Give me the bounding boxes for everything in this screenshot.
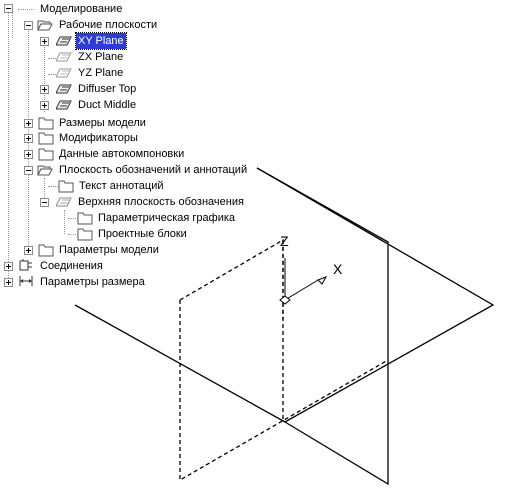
tree-item-label: Параметрическая графика xyxy=(98,212,236,224)
collapse-toggle[interactable] xyxy=(40,198,49,207)
tree-line xyxy=(64,210,65,234)
tree-item-label: Модификаторы xyxy=(59,132,138,144)
tree-line xyxy=(68,234,78,235)
tree-item-label: Diffuser Top xyxy=(78,83,137,95)
ucs-x-label: X xyxy=(333,261,343,277)
tree-line xyxy=(8,10,9,280)
tree-line xyxy=(12,10,13,38)
work-plane-icon xyxy=(56,197,72,207)
tree-item-label: XY Plane xyxy=(75,32,127,50)
connector-icon xyxy=(19,259,32,271)
tree-item-label: Проектные блоки xyxy=(98,228,187,240)
collapse-toggle[interactable] xyxy=(24,21,33,30)
folder-icon xyxy=(38,132,54,145)
tree-line xyxy=(48,186,58,187)
folder-open-icon xyxy=(37,20,53,31)
work-plane-icon xyxy=(56,36,72,46)
expand-toggle[interactable] xyxy=(24,119,33,128)
expand-toggle[interactable] xyxy=(4,262,13,271)
tree-item-label: Плоскость обозначений и аннотаций xyxy=(59,164,248,176)
ucs-icon: Z X xyxy=(279,233,343,305)
collapse-toggle[interactable] xyxy=(4,4,13,13)
expand-toggle[interactable] xyxy=(4,278,13,287)
work-plane-icon xyxy=(56,52,72,62)
tree-item-label: Моделирование xyxy=(40,3,123,15)
ucs-z-label: Z xyxy=(280,233,289,249)
tree-item-label: Текст аннотаций xyxy=(79,180,164,192)
ucs-origin-marker xyxy=(279,295,291,305)
dimension-icon xyxy=(19,276,33,286)
collapse-toggle[interactable] xyxy=(24,166,33,175)
tree-item-label: Duct Middle xyxy=(78,99,137,111)
work-plane-icon xyxy=(56,68,72,78)
browser-tree[interactable]: Моделирование Рабочие плоскости XY Plane… xyxy=(0,0,300,300)
ucs-x-arrow xyxy=(317,276,328,285)
tree-line xyxy=(44,178,45,204)
tree-item-label: Рабочие плоскости xyxy=(59,19,158,31)
expand-toggle[interactable] xyxy=(40,37,49,46)
tree-item-label: ZX Plane xyxy=(78,51,124,63)
work-plane-outlines xyxy=(74,167,495,486)
folder-icon xyxy=(38,148,54,161)
tree-line xyxy=(48,58,58,59)
expand-toggle[interactable] xyxy=(24,246,33,255)
tree-item-label: Параметры модели xyxy=(59,244,159,256)
folder-icon xyxy=(77,228,93,241)
tree-line xyxy=(48,74,58,75)
expand-toggle[interactable] xyxy=(24,134,33,143)
vertical-plane-outline xyxy=(256,167,389,486)
folder-open-icon xyxy=(37,165,53,176)
work-plane-icon xyxy=(56,84,72,94)
expand-toggle[interactable] xyxy=(40,85,49,94)
tree-line xyxy=(68,218,78,219)
tree-item-label: Параметры размера xyxy=(40,276,145,288)
tree-item-label: Соединения xyxy=(40,260,103,272)
dashed-plane-outlines xyxy=(179,238,389,482)
dashed-plane-1 xyxy=(179,300,389,482)
tree-item-label: Данные автокомпоновки xyxy=(59,148,185,160)
expand-toggle[interactable] xyxy=(24,150,33,159)
expand-toggle[interactable] xyxy=(40,101,49,110)
folder-icon xyxy=(77,212,93,225)
tree-line xyxy=(18,9,34,10)
folder-icon xyxy=(58,180,74,193)
tree-item-label: Верхняя плоскость обозначения xyxy=(78,196,244,208)
tree-line xyxy=(44,38,45,112)
work-plane-icon xyxy=(56,100,72,110)
folder-icon xyxy=(38,244,54,257)
folder-icon xyxy=(38,117,54,130)
tree-item-label: Размеры модели xyxy=(59,117,146,129)
tree-item-label: YZ Plane xyxy=(78,67,124,79)
